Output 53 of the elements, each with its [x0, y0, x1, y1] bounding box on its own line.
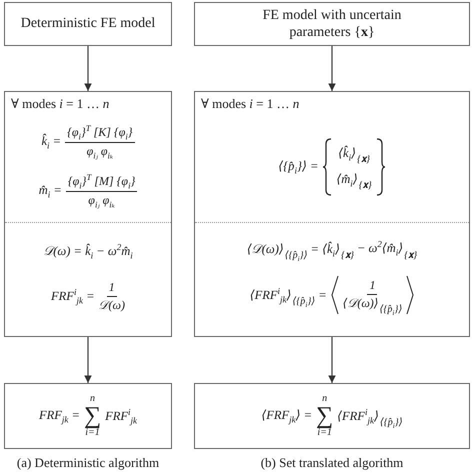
- subfigure-caption: (a) Deterministic algorithm: [16, 455, 160, 470]
- fraction-denominator: 𝒟(ω): [98, 296, 125, 313]
- sum-upper-limit: n: [90, 394, 96, 404]
- process-box: [194, 383, 470, 449]
- arrow: [328, 46, 336, 91]
- process-box: [4, 383, 172, 449]
- formula-subscript: {𝐱}: [340, 250, 354, 261]
- formula: FRF$_{jk}$ =: [38, 408, 80, 424]
- box-heading: Deterministic FE model: [20, 15, 156, 33]
- vector-entry: ⟨m̂$_{i}$⟩: [336, 170, 358, 188]
- formula: − ω$^{2}$⟨m̂$_{i}$⟩: [356, 239, 404, 258]
- fraction-numerator: {φ$_{i}$}$^{T}$ [K] {φ$_{i}$}: [65, 122, 135, 144]
- sum-upper-limit: n: [322, 394, 328, 404]
- process-box: [4, 2, 172, 46]
- sum-lower-limit: i=1: [317, 428, 332, 438]
- formula: m̂$_{i}$ =: [38, 183, 62, 200]
- arrow: [84, 46, 92, 91]
- formula: = ⟨k̂$_{i}$⟩: [310, 240, 340, 258]
- formula: ⟨𝒟(ω)⟩: [246, 240, 284, 257]
- summation-sign: ∑: [84, 404, 102, 428]
- formula-subscript: ⟨{p̂$_{i}$}⟩: [284, 250, 308, 263]
- loop-heading: ∀ modes i = 1 … n: [11, 96, 110, 112]
- box-heading: FE model with uncertain parameters {x}: [262, 6, 402, 42]
- formula: ⟨FRF$^{i}$$_{jk}$⟩: [337, 406, 379, 426]
- formula: FRF$^{i}$$_{jk}$ =: [51, 286, 95, 306]
- fraction-denominator: φ$_{iⱼ}$ φ$_{iₖ}$: [88, 192, 115, 211]
- fraction-denominator: ⟨𝒟(ω)⟩: [342, 295, 378, 312]
- formula-subscript: ⟨{p̂$_{i}$}⟩: [380, 416, 403, 430]
- fraction-numerator: 1: [106, 280, 117, 297]
- fraction-denominator: φ$_{iⱼ}$ φ$_{iₖ}$: [86, 143, 114, 162]
- formula: ⟨FRF$_{jk}$⟩ =: [261, 407, 312, 425]
- formula-subscript: ⟨{p̂$_{i}$}⟩: [379, 304, 402, 318]
- formula: 𝒟(ω) = k̂$_{i}$ − ω$^{2}$m̂$_{i}$: [43, 242, 133, 260]
- subfigure-caption: (b) Set translated algorithm: [260, 455, 404, 470]
- summation-sign: ∑: [316, 404, 334, 428]
- formula-subscript: {𝐱}: [358, 180, 372, 191]
- vector-entry: ⟨k̂$_{i}$⟩: [338, 145, 356, 163]
- process-box: [194, 91, 470, 337]
- loop-heading: ∀ modes i = 1 … n: [201, 96, 300, 112]
- formula-subscript: {𝐱}: [404, 250, 418, 261]
- process-box: [4, 91, 172, 337]
- formula: k̂$_{i}$ =: [41, 134, 62, 150]
- formula-subscript: {𝐱}: [356, 154, 370, 166]
- formula-subscript: ⟨{p̂$_{i}$}⟩: [292, 296, 316, 309]
- fraction-numerator: 1: [367, 278, 378, 296]
- sum-lower-limit: i=1: [85, 428, 100, 438]
- formula: ⟨FRF$^{i}$$_{jk}$⟩: [250, 286, 292, 304]
- arrow: [328, 337, 336, 383]
- arrow: [84, 337, 92, 383]
- formula: ⟨{p̂$_{i}$}⟩ =: [278, 158, 318, 176]
- process-box: [194, 2, 470, 46]
- formula: =: [318, 288, 327, 303]
- fraction-numerator: {φ$_{i}$}$^{T}$ [M] {φ$_{i}$}: [66, 172, 138, 192]
